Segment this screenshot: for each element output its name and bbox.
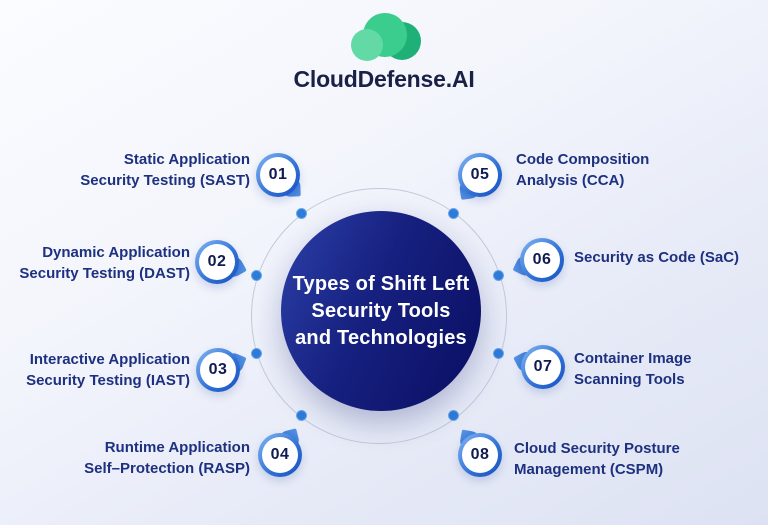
item-03-marker: 03 xyxy=(196,348,247,392)
label-line: Code Composition xyxy=(516,151,650,168)
label-line: Dynamic Application xyxy=(42,244,190,261)
item-03-label: Interactive Application Security Testing… xyxy=(26,349,190,391)
item-04-label: Runtime Application Self–Protection (RAS… xyxy=(84,437,250,479)
item-08-label: Cloud Security Posture Management (CSPM) xyxy=(514,438,680,480)
label-line: Security as Code (SaC) xyxy=(574,249,740,266)
ring-dot xyxy=(448,208,459,219)
center-title-line: Security Tools xyxy=(311,299,451,322)
label-line: Management (CSPM) xyxy=(514,461,664,478)
item-number: 01 xyxy=(260,157,296,193)
item-01-label: Static Application Security Testing (SAS… xyxy=(80,149,250,191)
item-02-marker: 02 xyxy=(195,240,247,284)
label-line: Container Image xyxy=(574,350,692,367)
center-title-line: Types of Shift Left xyxy=(292,272,470,295)
marker-bubble: 01 xyxy=(256,153,300,197)
label-line: Analysis (CCA) xyxy=(516,172,625,189)
label-line: Scanning Tools xyxy=(574,371,685,388)
label-line: Security Testing (DAST) xyxy=(19,265,190,282)
cloud-circle-front xyxy=(351,29,383,61)
item-02-label: Dynamic Application Security Testing (DA… xyxy=(19,242,190,284)
marker-bubble: 02 xyxy=(195,240,239,284)
center-title: Types of Shift Left Security Tools and T… xyxy=(293,271,470,352)
marker-bubble: 08 xyxy=(458,433,502,477)
label-line: Static Application xyxy=(123,151,250,168)
item-04-marker: 04 xyxy=(258,428,302,477)
marker-bubble: 04 xyxy=(258,433,302,477)
item-number: 02 xyxy=(199,244,235,280)
label-line: Security Testing (SAST) xyxy=(80,172,250,189)
brand-header: CloudDefense.AI xyxy=(0,0,768,100)
ring-dot xyxy=(448,410,459,421)
label-line: Runtime Application xyxy=(104,439,250,456)
connector-ring xyxy=(251,188,507,444)
marker-bubble: 03 xyxy=(196,348,240,392)
item-number: 04 xyxy=(262,437,298,473)
label-line: Interactive Application xyxy=(29,351,190,368)
item-05-label: Code Composition Analysis (CCA) xyxy=(516,149,649,191)
ring-dot xyxy=(296,410,307,421)
label-line: Cloud Security Posture xyxy=(514,440,680,457)
center-circle: Types of Shift Left Security Tools and T… xyxy=(281,211,481,411)
item-number: 08 xyxy=(462,437,498,473)
marker-bubble: 05 xyxy=(458,153,502,197)
item-01-marker: 01 xyxy=(256,153,301,197)
label-line: Self–Protection (RASP) xyxy=(84,460,250,477)
ring-dot xyxy=(251,348,262,359)
ring-dot xyxy=(493,270,504,281)
center-title-line: and Technologies xyxy=(295,326,467,349)
item-number: 06 xyxy=(524,242,560,278)
item-07-marker: 07 xyxy=(513,345,565,389)
item-number: 07 xyxy=(525,349,561,385)
cloud-icon xyxy=(351,11,423,63)
item-07-label: Container Image Scanning Tools xyxy=(574,348,692,390)
item-06-label: Security as Code (SaC) xyxy=(574,247,739,268)
ring-dot xyxy=(296,208,307,219)
marker-bubble: 06 xyxy=(520,238,564,282)
item-number: 03 xyxy=(200,352,236,388)
label-line: Security Testing (IAST) xyxy=(26,372,190,389)
item-08-marker: 08 xyxy=(458,429,502,477)
ring-dot xyxy=(251,270,262,281)
item-05-marker: 05 xyxy=(458,153,502,200)
item-number: 05 xyxy=(462,157,498,193)
brand-name: CloudDefense.AI xyxy=(293,66,475,92)
marker-bubble: 07 xyxy=(521,345,565,389)
item-06-marker: 06 xyxy=(512,238,564,282)
ring-dot xyxy=(493,348,504,359)
